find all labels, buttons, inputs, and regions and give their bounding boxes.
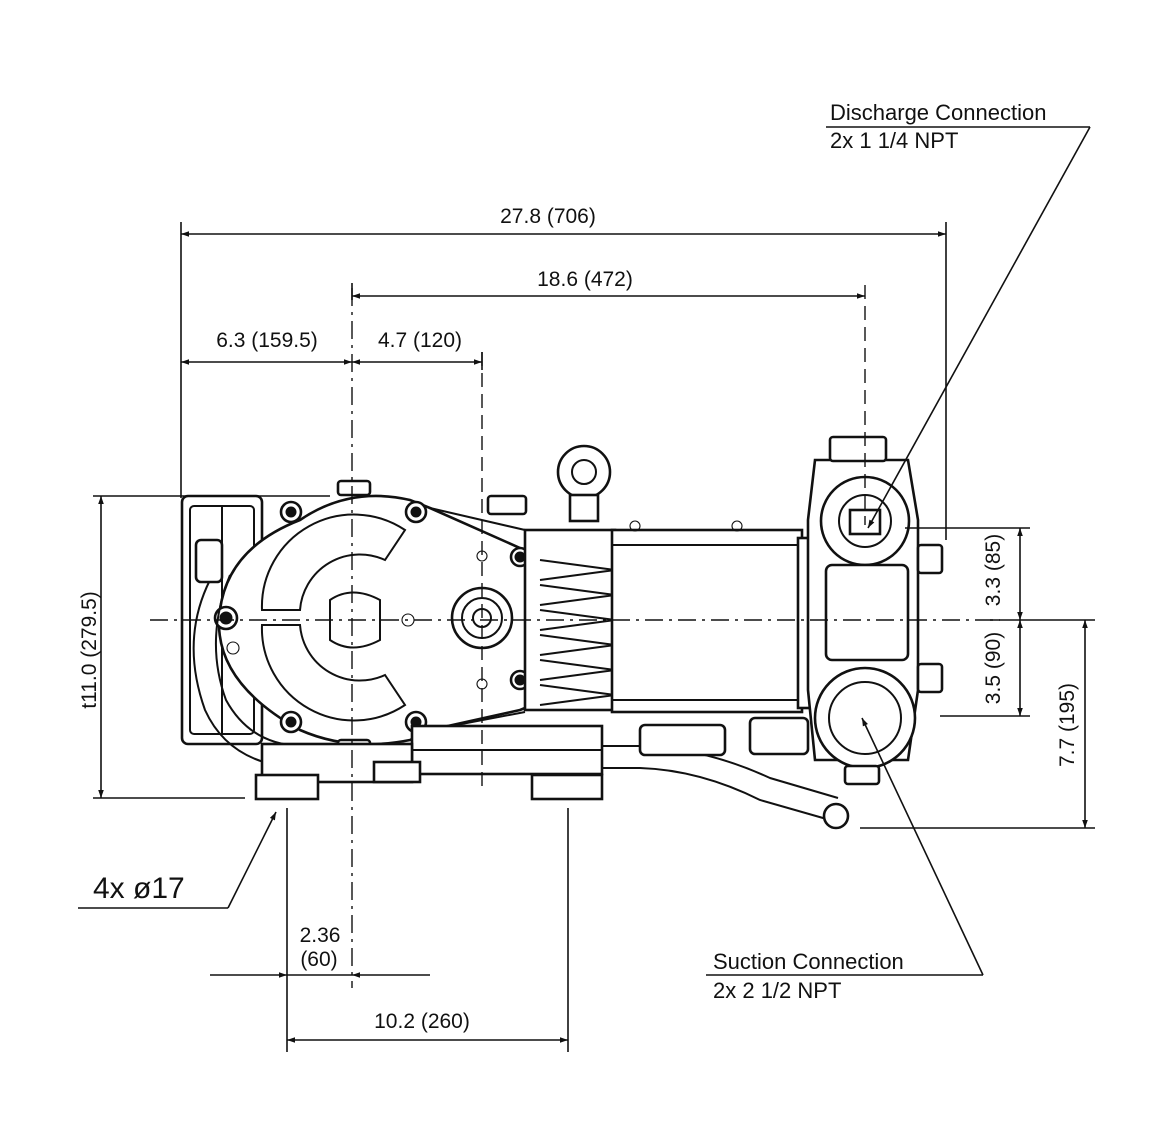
foot-spacing-label: 10.2 (260): [374, 1010, 470, 1033]
end-to-center-label: 6.3 (159.5): [216, 329, 318, 352]
manifold-head: [806, 435, 944, 786]
suction-connection-title: Suction Connection: [713, 949, 904, 974]
mounting-feet: [254, 760, 604, 801]
callout-labels: Discharge Connection 2x 1 1/4 NPT Suctio…: [93, 100, 1046, 1003]
centerlines: [150, 285, 1000, 988]
dimension-lines: [98, 231, 1088, 1043]
cylinder-block: [610, 520, 824, 714]
discharge-offset-label: 3.3 (85): [982, 534, 1005, 606]
discharge-connection-title: Discharge Connection: [830, 100, 1046, 125]
mounting-holes-label: 4x ø17: [93, 872, 185, 905]
center-to-discharge-label: 18.6 (472): [537, 268, 633, 291]
axis-to-base-label: 7.7 (195): [1056, 683, 1079, 767]
foot-offset-value: 2.36: [300, 924, 341, 947]
foot-offset-metric: (60): [300, 948, 337, 971]
dimension-labels: 27.8 (706) 18.6 (472) 6.3 (159.5) 4.7 (1…: [78, 205, 1079, 1033]
center-to-flange-label: 4.7 (120): [378, 329, 462, 352]
bypass-pipe: [192, 538, 850, 830]
suction-connection-spec: 2x 2 1/2 NPT: [713, 978, 841, 1003]
lifting-eye: [556, 444, 612, 523]
discharge-connection-spec: 2x 1 1/4 NPT: [830, 128, 958, 153]
suction-offset-label: 3.5 (90): [982, 632, 1005, 704]
overall-height-label: t11.0 (279.5): [78, 591, 101, 709]
extension-lines: [93, 222, 1095, 1052]
leader-lines: [78, 126, 1091, 976]
overall-length-label: 27.8 (706): [500, 205, 596, 228]
